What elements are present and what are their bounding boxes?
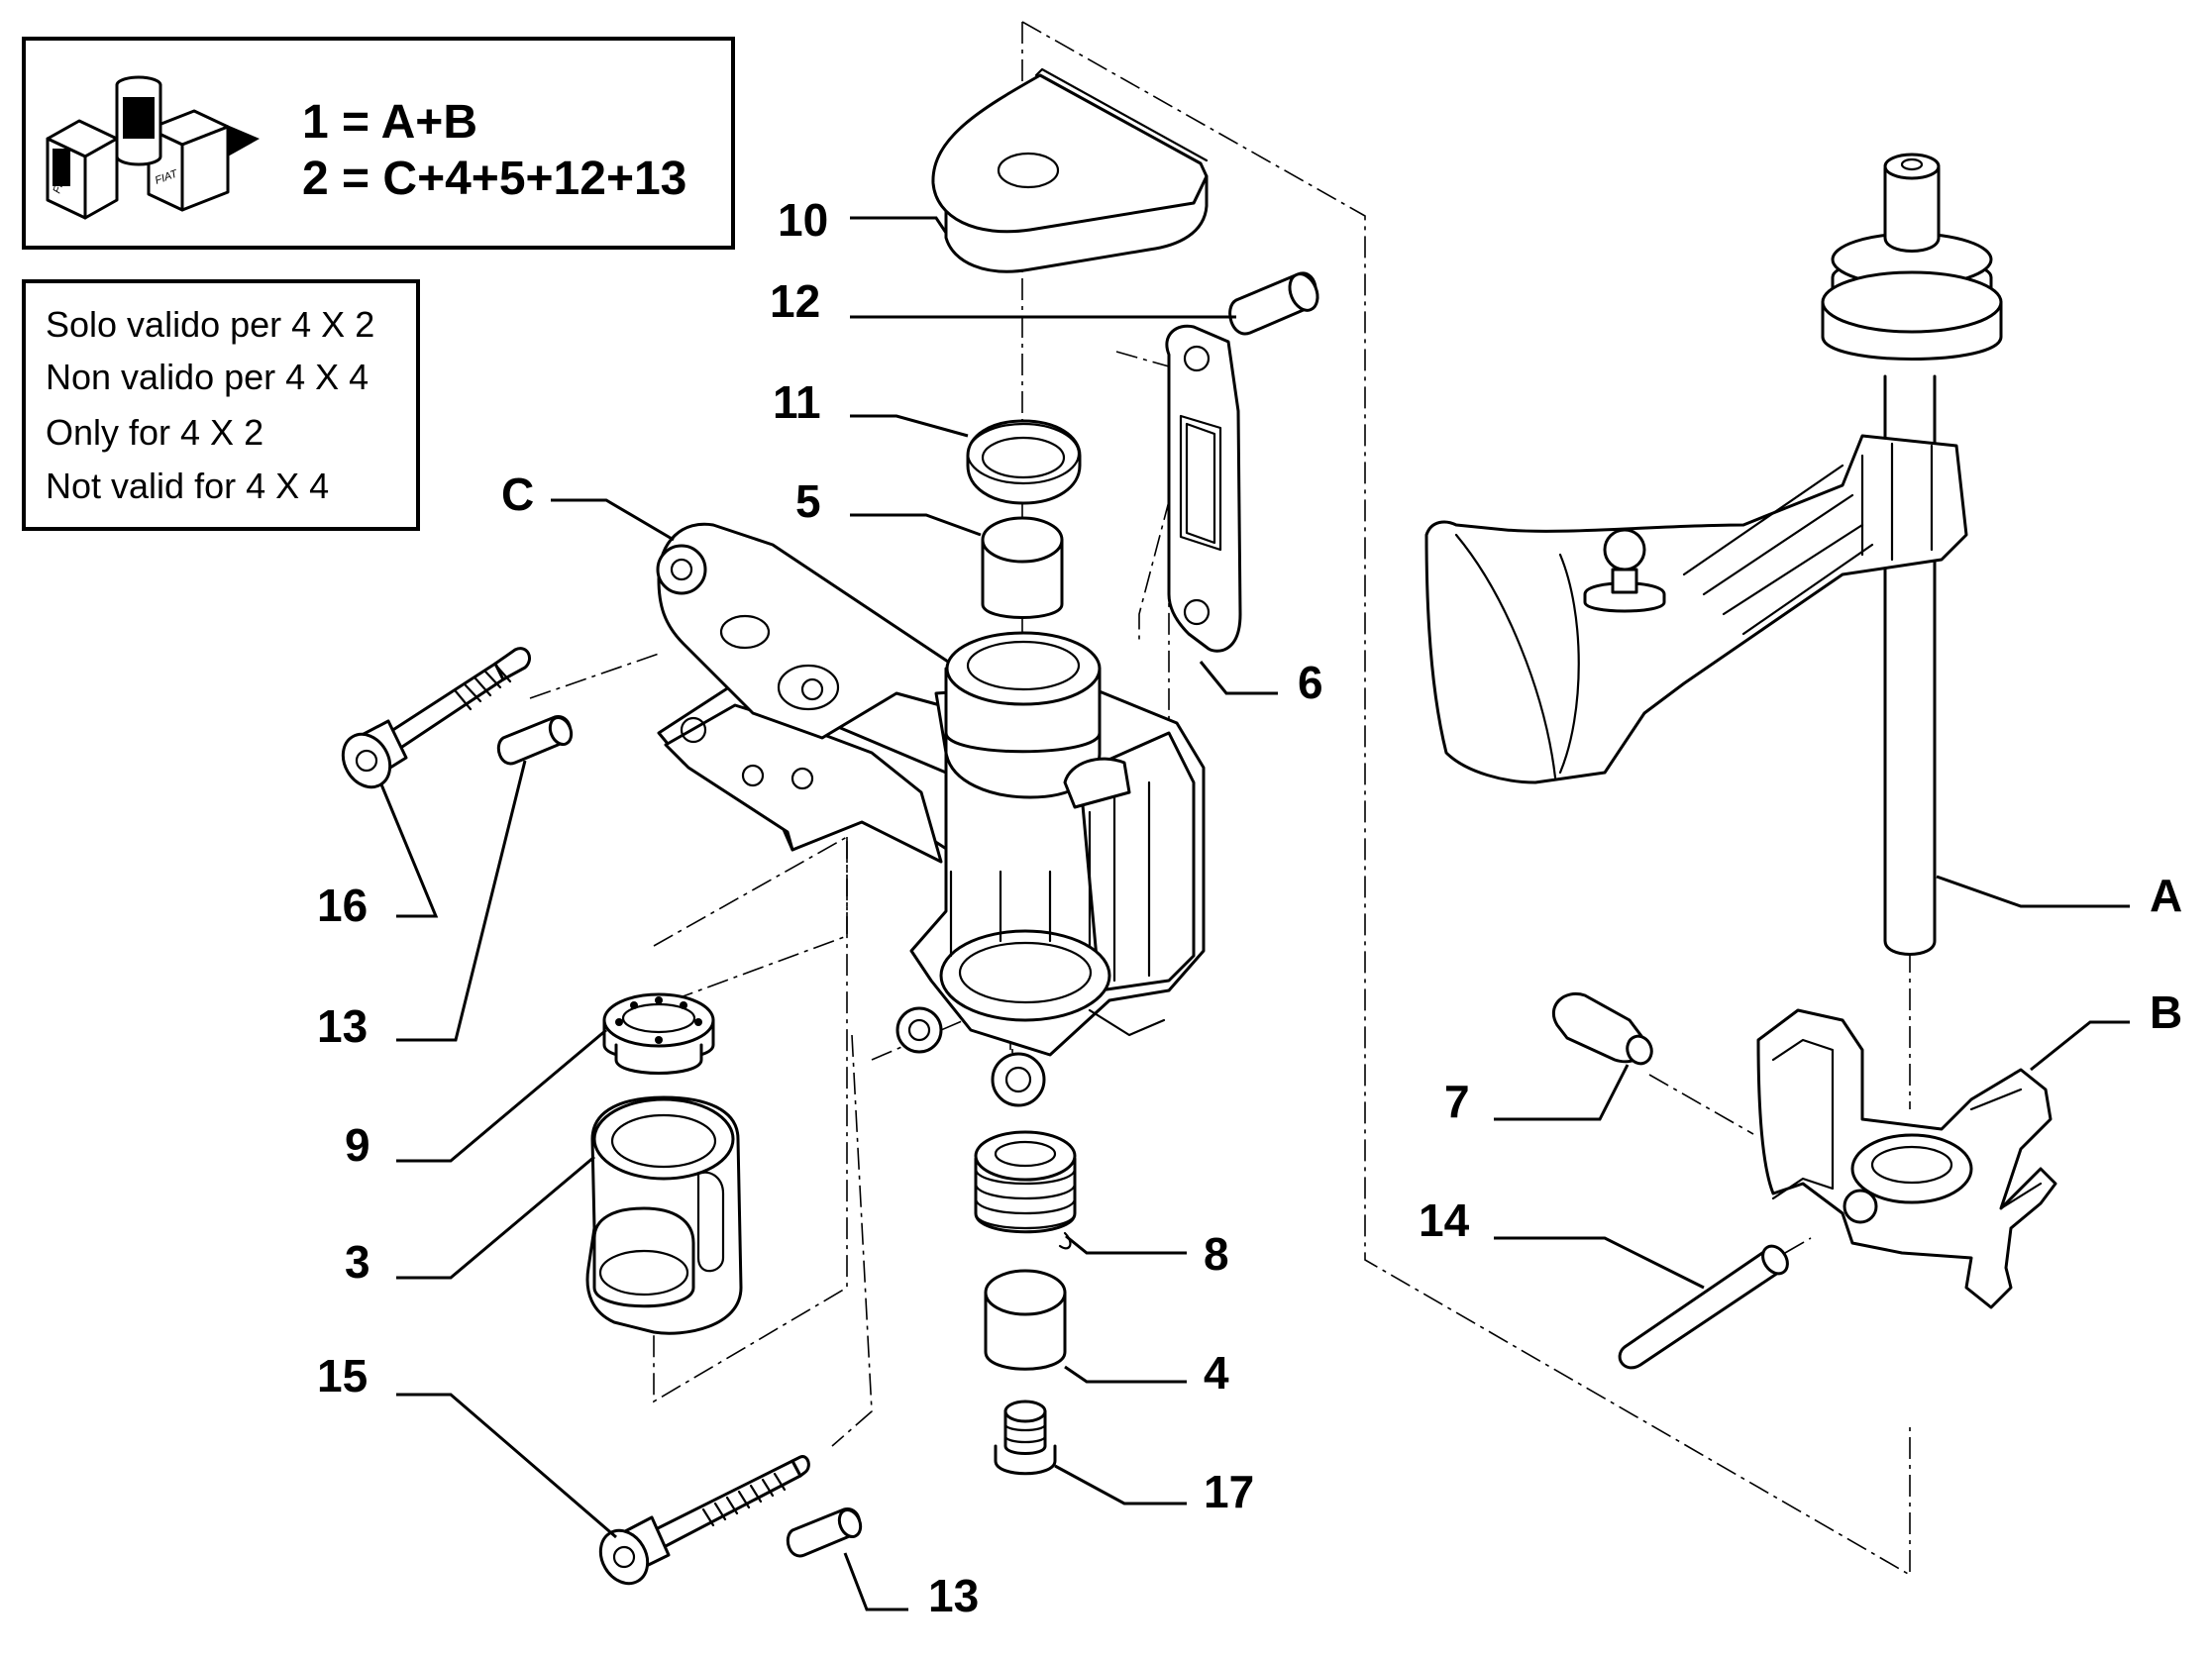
- part-5-bushing: [981, 516, 1064, 619]
- kit-formula-2: 2 = C+4+5+12+13: [302, 153, 686, 205]
- callout-B: B: [2150, 986, 2182, 1038]
- part-14-pin: [1618, 1244, 1789, 1370]
- part-16-bolt: [341, 647, 531, 789]
- part-9-cap: [602, 992, 715, 1075]
- part-4-bushing: [984, 1269, 1067, 1371]
- kit-legend-box: FIAT FIAT 1 = A+B 2 = C+4+5+12+13: [22, 37, 735, 250]
- part-8-spring: [974, 1130, 1077, 1250]
- part-A-shift-lever: [1424, 153, 2003, 956]
- callout-7: 7: [1444, 1076, 1470, 1127]
- kit-package-icon: FIAT FIAT: [46, 75, 260, 220]
- callout-14: 14: [1419, 1194, 1470, 1246]
- callout-16: 16: [317, 880, 368, 931]
- callout-labels: 10 12 11 5 C 6 16 13 9 3 15 8 4 17 13 A …: [317, 194, 2182, 1621]
- validity-note-line-3: Only for 4 X 2: [46, 412, 263, 453]
- part-17-plug: [994, 1400, 1057, 1476]
- part-C-housing: [656, 522, 1206, 1107]
- callout-17: 17: [1204, 1466, 1254, 1517]
- part-10-cover: [931, 67, 1209, 273]
- callout-A: A: [2150, 870, 2182, 921]
- callout-4: 4: [1204, 1347, 1229, 1399]
- callout-3: 3: [345, 1236, 370, 1288]
- callout-10: 10: [778, 194, 828, 246]
- part-11-ring: [966, 419, 1082, 505]
- validity-note-line-4: Not valid for 4 X 4: [46, 466, 329, 506]
- callout-15: 15: [317, 1350, 368, 1401]
- kit-formula-1: 1 = A+B: [302, 96, 477, 149]
- callout-13-lower: 13: [928, 1570, 979, 1621]
- callout-C: C: [501, 468, 534, 520]
- part-B-selector: [1756, 1008, 2057, 1309]
- validity-note-box: Solo valido per 4 X 2 Non valido per 4 X…: [22, 279, 420, 531]
- validity-note-line-1: Solo valido per 4 X 2: [46, 304, 374, 345]
- callout-8: 8: [1204, 1228, 1229, 1280]
- callout-13-upper: 13: [317, 1000, 368, 1052]
- part-6-gasket: [1165, 324, 1242, 653]
- part-13-pin-upper: [496, 715, 574, 766]
- callout-11: 11: [773, 376, 821, 428]
- callout-5: 5: [795, 475, 821, 527]
- part-7-stud: [1551, 992, 1653, 1066]
- validity-note-line-2: Non valido per 4 X 4: [46, 357, 369, 397]
- leader-lines: [379, 216, 2130, 1611]
- callout-6: 6: [1298, 657, 1323, 708]
- callout-12: 12: [770, 275, 820, 327]
- part-13-pin-lower: [786, 1507, 863, 1558]
- part-12-pin: [1228, 271, 1319, 336]
- part-15-bolt: [598, 1455, 810, 1586]
- part-3-yoke: [585, 1095, 743, 1335]
- callout-9: 9: [345, 1119, 370, 1171]
